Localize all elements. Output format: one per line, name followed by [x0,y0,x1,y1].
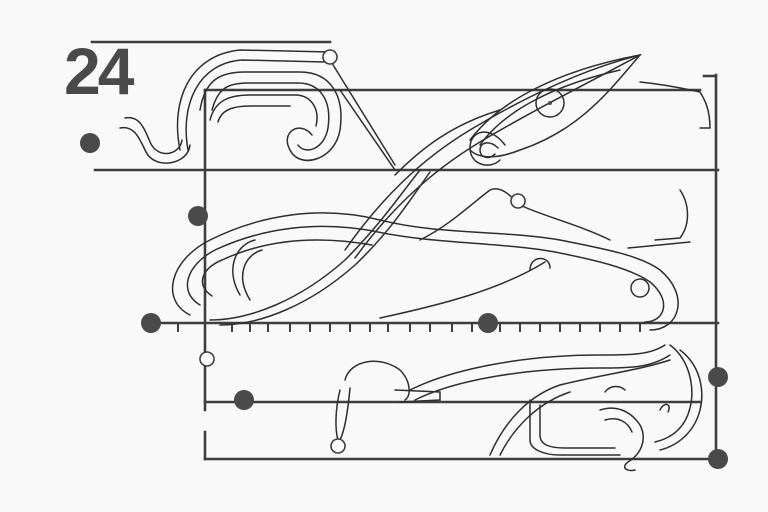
figure-label: 24 [64,34,134,108]
ribbon-lower-section [335,344,703,472]
axis-ticks [177,323,641,332]
hollow-node [199,351,215,367]
filled-node [141,313,161,333]
frame-lines [90,40,720,461]
ribbon-eye-shape [469,53,711,166]
filled-node [188,206,208,226]
filled-node [234,390,254,410]
ribbon-diagonal-crossing [329,54,641,259]
hollow-node [322,49,338,65]
filled-node [478,313,498,333]
filled-node [708,367,728,387]
hollow-node [510,193,526,209]
ribbon-middle-loop [171,169,691,331]
filled-node [708,449,728,469]
filled-node [80,133,100,153]
hollow-node [330,438,346,454]
frame-dots [80,49,728,469]
ribbon-top-left-scroll [119,49,342,164]
